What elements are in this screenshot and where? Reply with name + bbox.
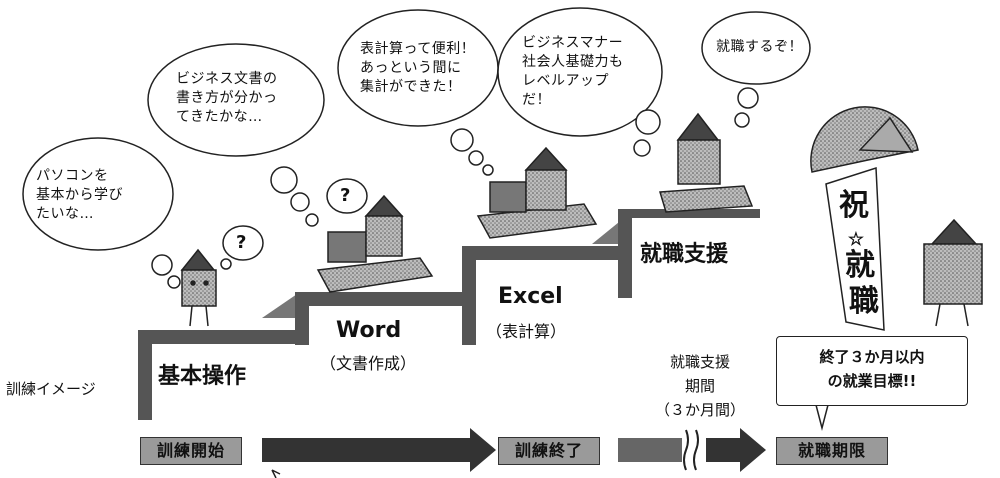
stair-tip-1 bbox=[262, 292, 300, 318]
stair-step-3 bbox=[462, 246, 625, 345]
stair-tip-3 bbox=[592, 218, 624, 244]
staircase bbox=[138, 209, 760, 420]
question-mark-1: ? bbox=[236, 232, 247, 253]
bubble-job bbox=[701, 11, 811, 85]
step-word-title: Word bbox=[336, 318, 402, 343]
timeline-arrows bbox=[262, 428, 766, 478]
banner-char-1: 祝 bbox=[839, 188, 869, 223]
timeline-deadline: 就職期限 bbox=[776, 437, 888, 465]
step-excel-subtitle: （表計算） bbox=[486, 322, 567, 341]
step-job-support: 就職支援 bbox=[640, 242, 729, 267]
arrow-2-body bbox=[618, 438, 682, 462]
pencil-character-1 bbox=[180, 248, 217, 327]
cursor-mark bbox=[271, 469, 281, 478]
desk-computer-2 bbox=[316, 194, 434, 293]
desk-computer-3 bbox=[476, 146, 598, 239]
bubble-excel-text: 表計算って便利！ あっという間に 集計ができた！ bbox=[360, 41, 476, 95]
step-basic-operations: 基本操作 bbox=[158, 364, 247, 389]
banner-char-3: 就 bbox=[845, 248, 875, 283]
question-mark-2: ? bbox=[340, 185, 351, 206]
stair-step-1 bbox=[138, 330, 300, 420]
arrow-1 bbox=[262, 428, 496, 472]
bubble-manner-text: ビジネスマナー 社会人基礎力も レベルアップ だ！ bbox=[522, 35, 624, 108]
bubble-pc bbox=[22, 137, 174, 251]
goal-pointer bbox=[815, 404, 829, 431]
question-bubble-2 bbox=[326, 178, 368, 214]
timeline-start: 訓練開始 bbox=[140, 437, 242, 465]
side-label: 訓練イメージ bbox=[6, 380, 96, 398]
stair-step-4 bbox=[618, 209, 760, 298]
goal-callout: 終了３か月以内 の就業目標!! bbox=[776, 336, 968, 406]
celebration-scene bbox=[810, 106, 983, 331]
bubble-pc-text: パソコンを 基本から学び たいな… bbox=[36, 168, 123, 222]
pencil-character-4 bbox=[659, 112, 754, 213]
bubble-clouds bbox=[22, 7, 811, 289]
break-mark bbox=[683, 429, 699, 471]
stair-step-2 bbox=[295, 292, 470, 345]
support-period: 就職支援 期間 （３か月間） bbox=[654, 353, 745, 419]
banner-char-2: ☆ bbox=[847, 229, 865, 250]
arrow-3-head bbox=[740, 428, 766, 472]
question-bubble-1 bbox=[222, 225, 264, 261]
bubble-word-text: ビジネス文書の 書き方が分かっ てきたかな… bbox=[176, 71, 278, 125]
banner-char-4: 職 bbox=[849, 284, 879, 319]
bubble-job-text: 就職するぞ！ bbox=[716, 39, 803, 55]
bubble-word bbox=[147, 43, 325, 157]
step-word-subtitle: （文書作成） bbox=[320, 354, 417, 373]
bubble-manner bbox=[497, 7, 663, 137]
step-excel-title: Excel bbox=[498, 284, 563, 309]
timeline-end: 訓練終了 bbox=[498, 437, 600, 465]
